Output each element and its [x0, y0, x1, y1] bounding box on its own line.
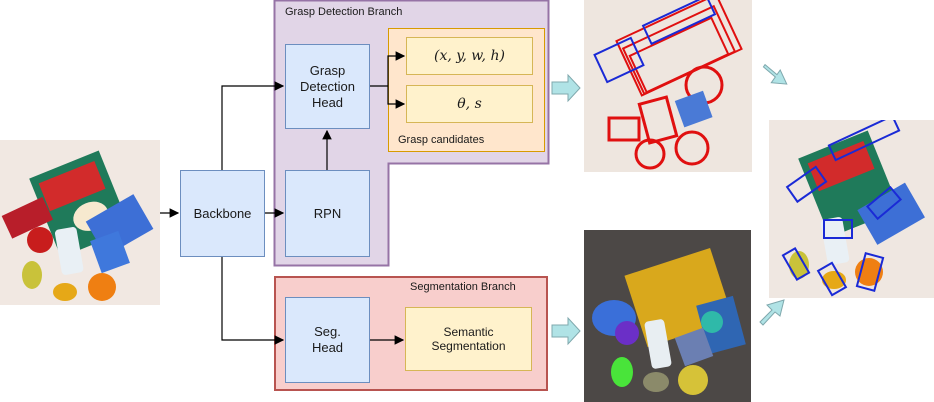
semantic-segmentation-label: Semantic Segmentation: [431, 325, 506, 353]
arrow-to-grasp-image: [551, 73, 581, 103]
grasp-detection-head-label: Grasp Detection Head: [300, 62, 355, 110]
segmentation-image: [584, 230, 751, 402]
final-output-image: [769, 120, 934, 298]
backbone-box: Backbone: [180, 170, 265, 257]
arrow-to-final-from-seg: [759, 299, 785, 326]
grasp-candidates-label: Grasp candidates: [398, 134, 485, 146]
final-output-drawing: [769, 120, 934, 298]
segmentation-drawing: [584, 230, 751, 402]
theta-s-box: θ, s: [406, 85, 533, 123]
grasp-detection-head-box: Grasp Detection Head: [285, 44, 370, 129]
grasp-detection-image: [584, 0, 752, 172]
arrow-to-final-from-grasp: [762, 63, 788, 85]
input-image: [0, 140, 160, 305]
xywh-box: (x, y, w, h): [406, 37, 533, 75]
semantic-segmentation-box: Semantic Segmentation: [405, 307, 532, 371]
input-scene-drawing: [0, 140, 160, 305]
seg-head-box: Seg. Head: [285, 297, 370, 383]
segmentation-branch-title: Segmentation Branch: [410, 281, 516, 293]
rpn-box: RPN: [285, 170, 370, 257]
arrow-to-seg-image: [551, 316, 581, 346]
seg-head-label: Seg. Head: [311, 324, 344, 355]
grasp-branch-title: Grasp Detection Branch: [285, 6, 403, 18]
grasp-detection-drawing: [584, 0, 752, 172]
